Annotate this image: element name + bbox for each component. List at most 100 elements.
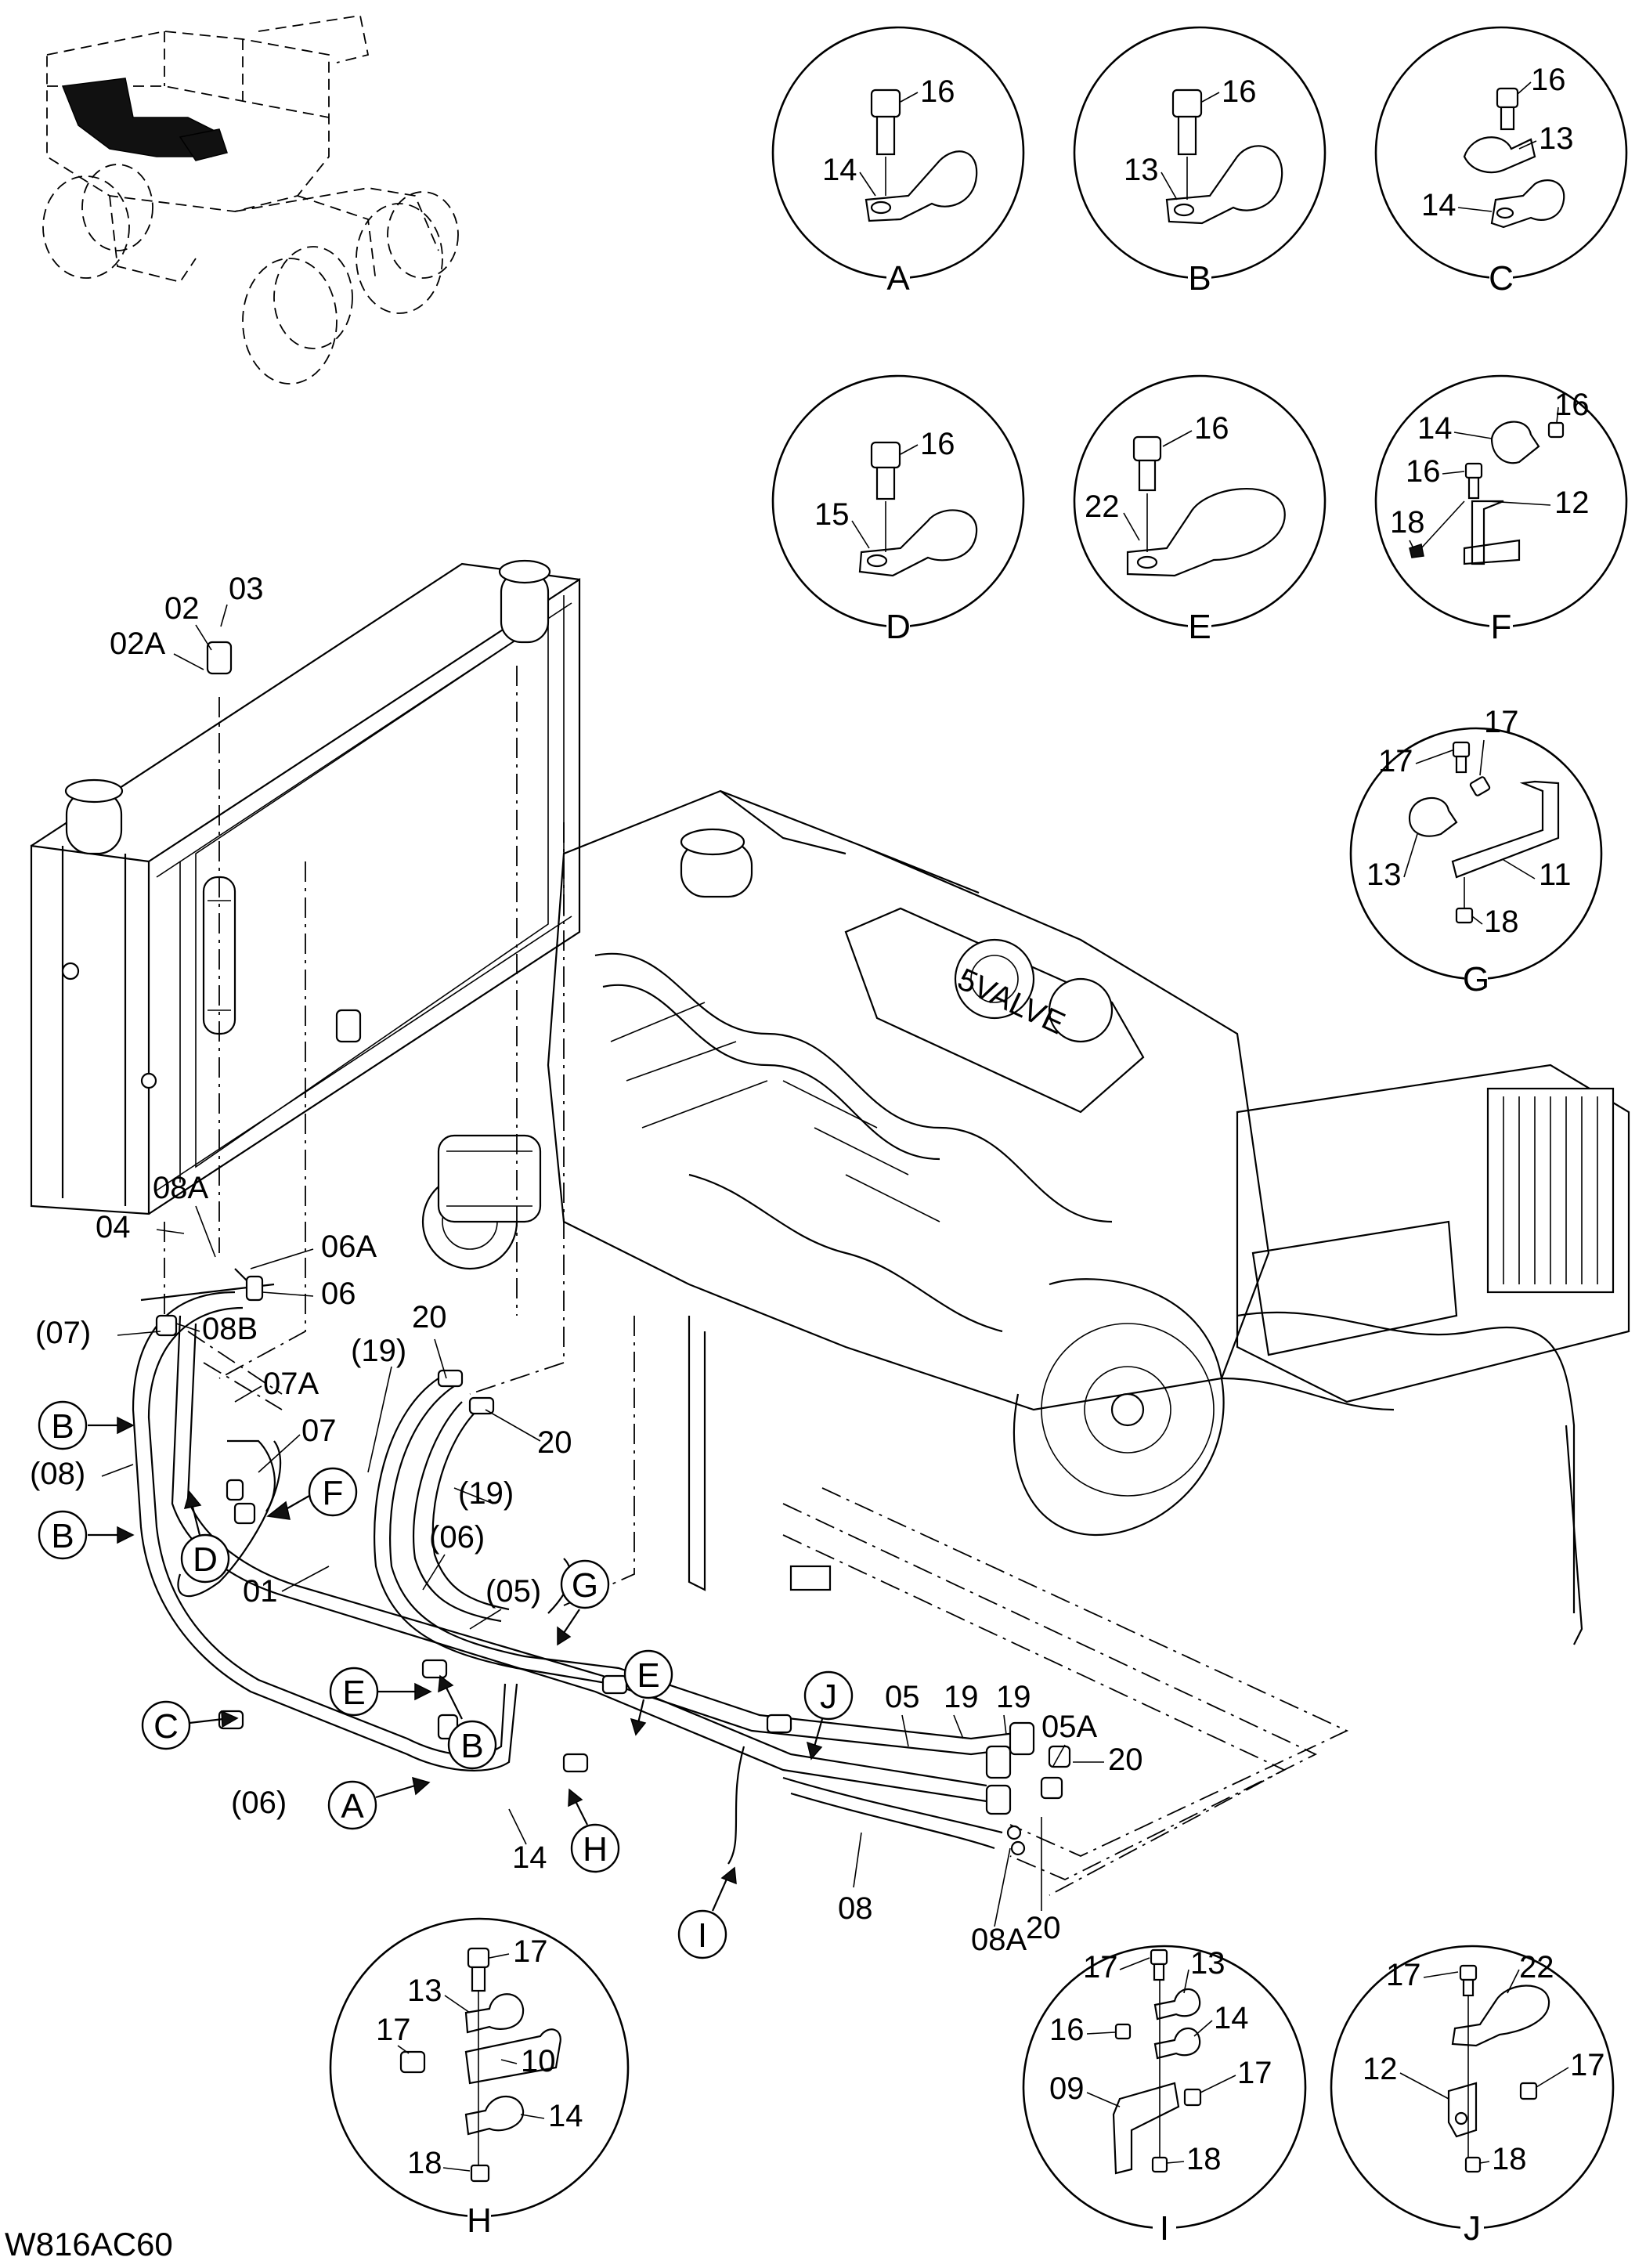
detail-e-caption: E [1188, 608, 1211, 646]
routing-reference-lines [164, 666, 1349, 1896]
detail-g-caption: G [1463, 960, 1489, 999]
label-02a: 02A [110, 627, 165, 661]
label-08b: 08B [202, 1312, 258, 1346]
detail-g-label-11: 11 [1539, 858, 1572, 892]
label-20-d: 20 [1026, 1911, 1061, 1945]
label-14: 14 [512, 1840, 547, 1875]
main-leader-lines [101, 604, 1104, 1927]
label-19-b: 19 [996, 1680, 1031, 1714]
label-01: 01 [243, 1574, 278, 1609]
detail-i-label-18: 18 [1186, 2142, 1222, 2176]
detail-i-label-17-a: 17 [1083, 1950, 1118, 1984]
detail-f-caption: F [1491, 608, 1512, 646]
detail-e-label-16: 16 [1194, 411, 1229, 446]
engine-assembly: 5VALVE [421, 789, 1630, 1645]
callout-e-2: E [623, 1649, 673, 1736]
detail-h-label-17-b: 17 [376, 2013, 411, 2047]
callout-e-1: E [329, 1667, 432, 1717]
detail-e: 16 22 E [1073, 374, 1327, 646]
callout-c: C [141, 1700, 239, 1750]
detail-f-label-14: 14 [1417, 411, 1453, 446]
detail-c-label-13: 13 [1539, 121, 1574, 156]
callout-d: D [180, 1490, 230, 1584]
callout-b-1: B [38, 1400, 135, 1450]
callout-b-1-label: B [51, 1407, 74, 1446]
detail-a-label-16: 16 [920, 74, 955, 109]
label-08-ref: (08) [30, 1457, 85, 1491]
detail-i-label-09: 09 [1049, 2071, 1085, 2106]
callout-i: I [677, 1866, 737, 1959]
callout-bubbles: B B F D C E [38, 1400, 854, 1959]
label-20-c: 20 [1108, 1743, 1143, 1777]
detail-j-label-12: 12 [1363, 2052, 1398, 2086]
label-07-ref: (07) [35, 1316, 91, 1350]
detail-f-label-12: 12 [1554, 486, 1590, 520]
label-20-b: 20 [537, 1425, 572, 1460]
detail-g-label-17-b: 17 [1484, 705, 1519, 739]
detail-f: 16 14 16 18 12 F [1374, 374, 1628, 646]
label-03: 03 [229, 572, 264, 606]
detail-c: 16 13 14 C [1374, 26, 1628, 298]
callout-f-label: F [323, 1474, 344, 1512]
callout-e-2-label: E [637, 1656, 659, 1695]
detail-c-caption: C [1489, 259, 1514, 298]
label-08a-bottom: 08A [971, 1923, 1027, 1957]
label-04: 04 [96, 1210, 131, 1244]
callout-c-label: C [153, 1707, 179, 1746]
label-19-a: 19 [944, 1680, 979, 1714]
detail-h-label-18: 18 [407, 2146, 442, 2180]
detail-i-label-17-b: 17 [1237, 2056, 1272, 2090]
detail-h-label-10: 10 [521, 2044, 556, 2078]
detail-a-caption: A [886, 259, 910, 298]
detail-d-caption: D [886, 608, 911, 646]
label-05-ref: (05) [485, 1574, 541, 1609]
callout-a: A [327, 1776, 431, 1830]
detail-a: 16 14 A [771, 26, 1025, 298]
label-08a-top: 08A [153, 1171, 208, 1205]
callout-b-3: B [438, 1674, 497, 1770]
detail-j-label-17-a: 17 [1386, 1958, 1421, 1992]
label-19-ref-a: (19) [351, 1334, 406, 1368]
label-02: 02 [164, 591, 200, 626]
detail-j-caption: J [1464, 2209, 1481, 2248]
detail-g: 17 17 13 11 18 G [1349, 705, 1603, 999]
detail-d-label-16: 16 [920, 427, 955, 461]
callout-h-label: H [583, 1830, 608, 1869]
callout-j-label: J [820, 1678, 837, 1716]
callout-j: J [803, 1670, 854, 1761]
detail-b-label-13: 13 [1124, 153, 1159, 187]
detail-g-label-17-a: 17 [1378, 744, 1413, 778]
detail-f-label-18: 18 [1390, 505, 1425, 540]
detail-d: 16 15 D [771, 374, 1025, 646]
label-06: 06 [321, 1277, 356, 1311]
detail-g-label-13: 13 [1366, 858, 1402, 892]
detail-i: 17 13 16 14 09 17 18 I [1022, 1945, 1307, 2248]
label-07: 07 [301, 1414, 337, 1448]
radiator-assembly [30, 559, 581, 1215]
label-06-ref-a: (06) [429, 1520, 485, 1555]
callout-b-2: B [38, 1510, 135, 1560]
label-20-a: 20 [412, 1300, 447, 1334]
detail-c-label-16: 16 [1531, 63, 1566, 97]
label-06a: 06A [321, 1230, 377, 1264]
machine-overview-illustration [42, 14, 459, 385]
detail-a-label-14: 14 [822, 153, 857, 187]
label-07a: 07A [263, 1367, 319, 1401]
detail-c-label-14: 14 [1421, 188, 1456, 222]
detail-h-caption: H [467, 2201, 492, 2240]
detail-j-label-22: 22 [1519, 1950, 1554, 1984]
detail-i-label-16: 16 [1049, 2013, 1085, 2047]
detail-d-label-15: 15 [814, 497, 850, 532]
detail-i-label-13: 13 [1190, 1946, 1225, 1981]
detail-j-label-18: 18 [1492, 2142, 1527, 2176]
callout-e-1-label: E [342, 1674, 365, 1712]
callout-d-label: D [193, 1540, 218, 1579]
label-06-ref-b: (06) [231, 1786, 287, 1820]
detail-b: 16 13 B [1073, 26, 1327, 298]
callout-g: G [557, 1559, 610, 1646]
detail-h-label-14: 14 [548, 2099, 583, 2133]
label-05: 05 [885, 1680, 920, 1714]
hose-fittings [155, 641, 1071, 1856]
callout-h: H [568, 1788, 620, 1873]
detail-h: 17 13 17 10 14 18 H [329, 1917, 630, 2240]
